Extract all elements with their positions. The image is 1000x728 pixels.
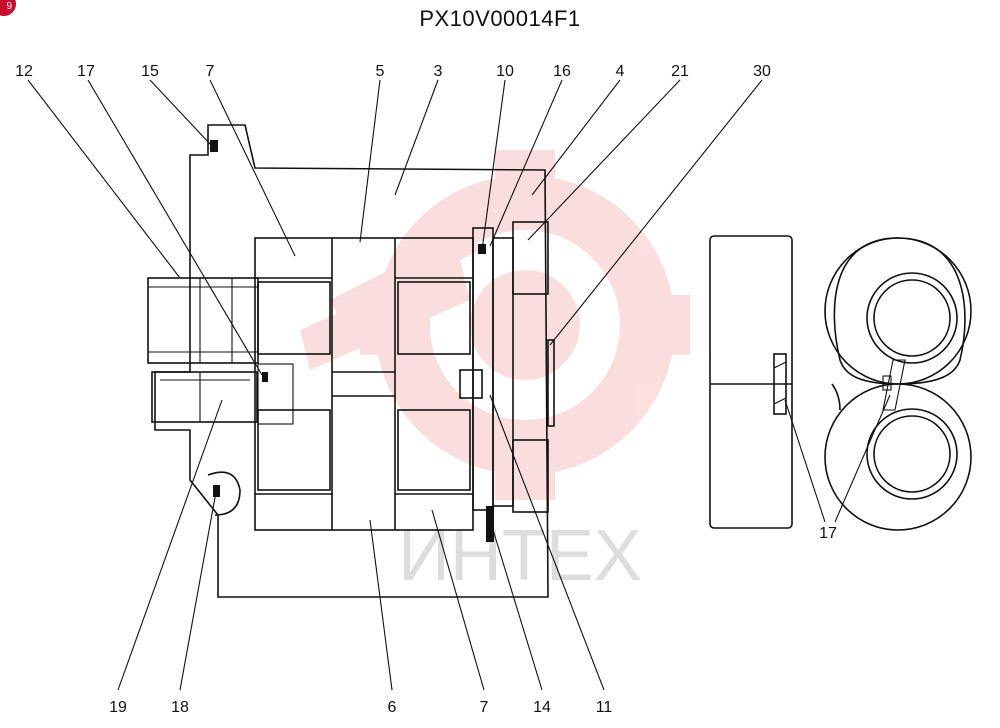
callout-top-10: 10	[496, 63, 514, 80]
part-18-pin	[213, 485, 220, 497]
callout-bottom-19: 19	[109, 699, 127, 716]
callout-bottom-18: 18	[171, 699, 189, 716]
callout-top-16: 16	[553, 63, 571, 80]
part-14-ring	[486, 506, 494, 542]
callout-top-15: 15	[141, 63, 159, 80]
drawing-number-title: PX10V00014F1	[419, 6, 581, 31]
callout-top-21: 21	[671, 63, 689, 80]
callout-top-4: 4	[616, 63, 625, 80]
callout-bottom-6: 6	[388, 699, 397, 716]
part-15-screw	[210, 140, 218, 152]
callout-labels: 12 17 15 7 5 3 10 16 4 21 30 19 18 6 7 1…	[15, 63, 837, 716]
gear-end-view	[824, 237, 972, 531]
callout-top-12: 12	[15, 63, 33, 80]
watermark-gear-logo	[300, 150, 690, 500]
pump-cartridge	[254, 237, 474, 531]
watermark-text: ИНТЕХ	[398, 516, 642, 596]
callout-right-17: 17	[819, 525, 837, 542]
callout-top-30: 30	[753, 63, 771, 80]
callout-bottom-14: 14	[533, 699, 551, 716]
callout-bottom-11: 11	[596, 699, 613, 716]
callout-top-7: 7	[206, 63, 215, 80]
corner-badge: 9	[0, 0, 16, 16]
part-17-key	[262, 372, 268, 382]
callout-top-5: 5	[376, 63, 385, 80]
leader-lines	[27, 79, 891, 691]
side-view-block	[709, 235, 793, 529]
callout-top-3: 3	[434, 63, 443, 80]
callout-top-17: 17	[77, 63, 95, 80]
callout-bottom-7: 7	[480, 699, 489, 716]
